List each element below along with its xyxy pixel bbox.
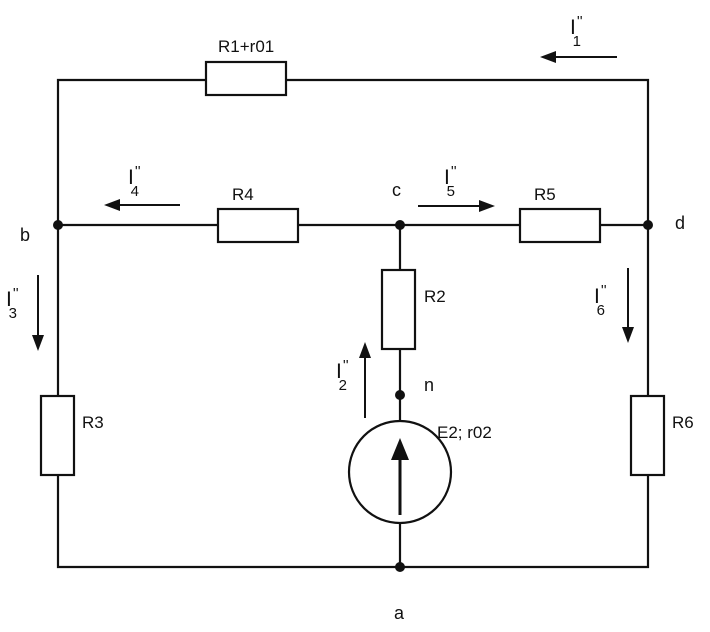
resistor-r4	[216, 207, 300, 244]
current-label-i4: I''4	[128, 163, 141, 200]
svg-text:I''1: I''1	[570, 13, 583, 50]
svg-text:I''5: I''5	[444, 163, 457, 200]
node-label-n: n	[424, 375, 434, 395]
current-arrow-i3	[32, 275, 44, 351]
svg-text:I''3: I''3	[6, 285, 19, 322]
current-label-i1: I''1	[570, 13, 583, 50]
node-label-b: b	[20, 225, 30, 245]
node-dot-n	[395, 390, 405, 400]
svg-text:I''2: I''2	[336, 357, 349, 394]
node-label-c: c	[392, 180, 401, 200]
current-arrow-i1	[540, 51, 617, 63]
label-r1: R1+r01	[218, 37, 274, 56]
source-arrow-head	[391, 438, 409, 460]
resistor-r3	[39, 394, 76, 477]
label-r5: R5	[534, 185, 556, 204]
current-label-i3: I''3	[6, 285, 19, 322]
current-arrow-i4	[104, 199, 180, 211]
node-dot-d	[643, 220, 653, 230]
voltage-source-e2	[347, 419, 453, 525]
node-dot-b	[53, 220, 63, 230]
current-label-i5: I''5	[444, 163, 457, 200]
node-dot-c	[395, 220, 405, 230]
label-r2: R2	[424, 287, 446, 306]
node-label-d: d	[675, 213, 685, 233]
current-arrow-i5	[418, 200, 495, 212]
resistor-r2	[380, 268, 417, 351]
node-label-a: a	[394, 603, 405, 623]
svg-text:I''6: I''6	[594, 282, 607, 319]
label-e2: E2; r02	[437, 423, 492, 442]
resistor-r1	[204, 60, 288, 97]
current-label-i2: I''2	[336, 357, 349, 394]
label-r4: R4	[232, 185, 254, 204]
current-arrow-i6	[622, 268, 634, 343]
resistor-r5	[518, 207, 602, 244]
current-arrow-i2	[359, 342, 371, 418]
svg-text:I''4: I''4	[128, 163, 141, 200]
resistor-r6	[629, 394, 666, 477]
current-label-i6: I''6	[594, 282, 607, 319]
node-dot-a	[395, 562, 405, 572]
label-r6: R6	[672, 413, 694, 432]
label-r3: R3	[82, 413, 104, 432]
